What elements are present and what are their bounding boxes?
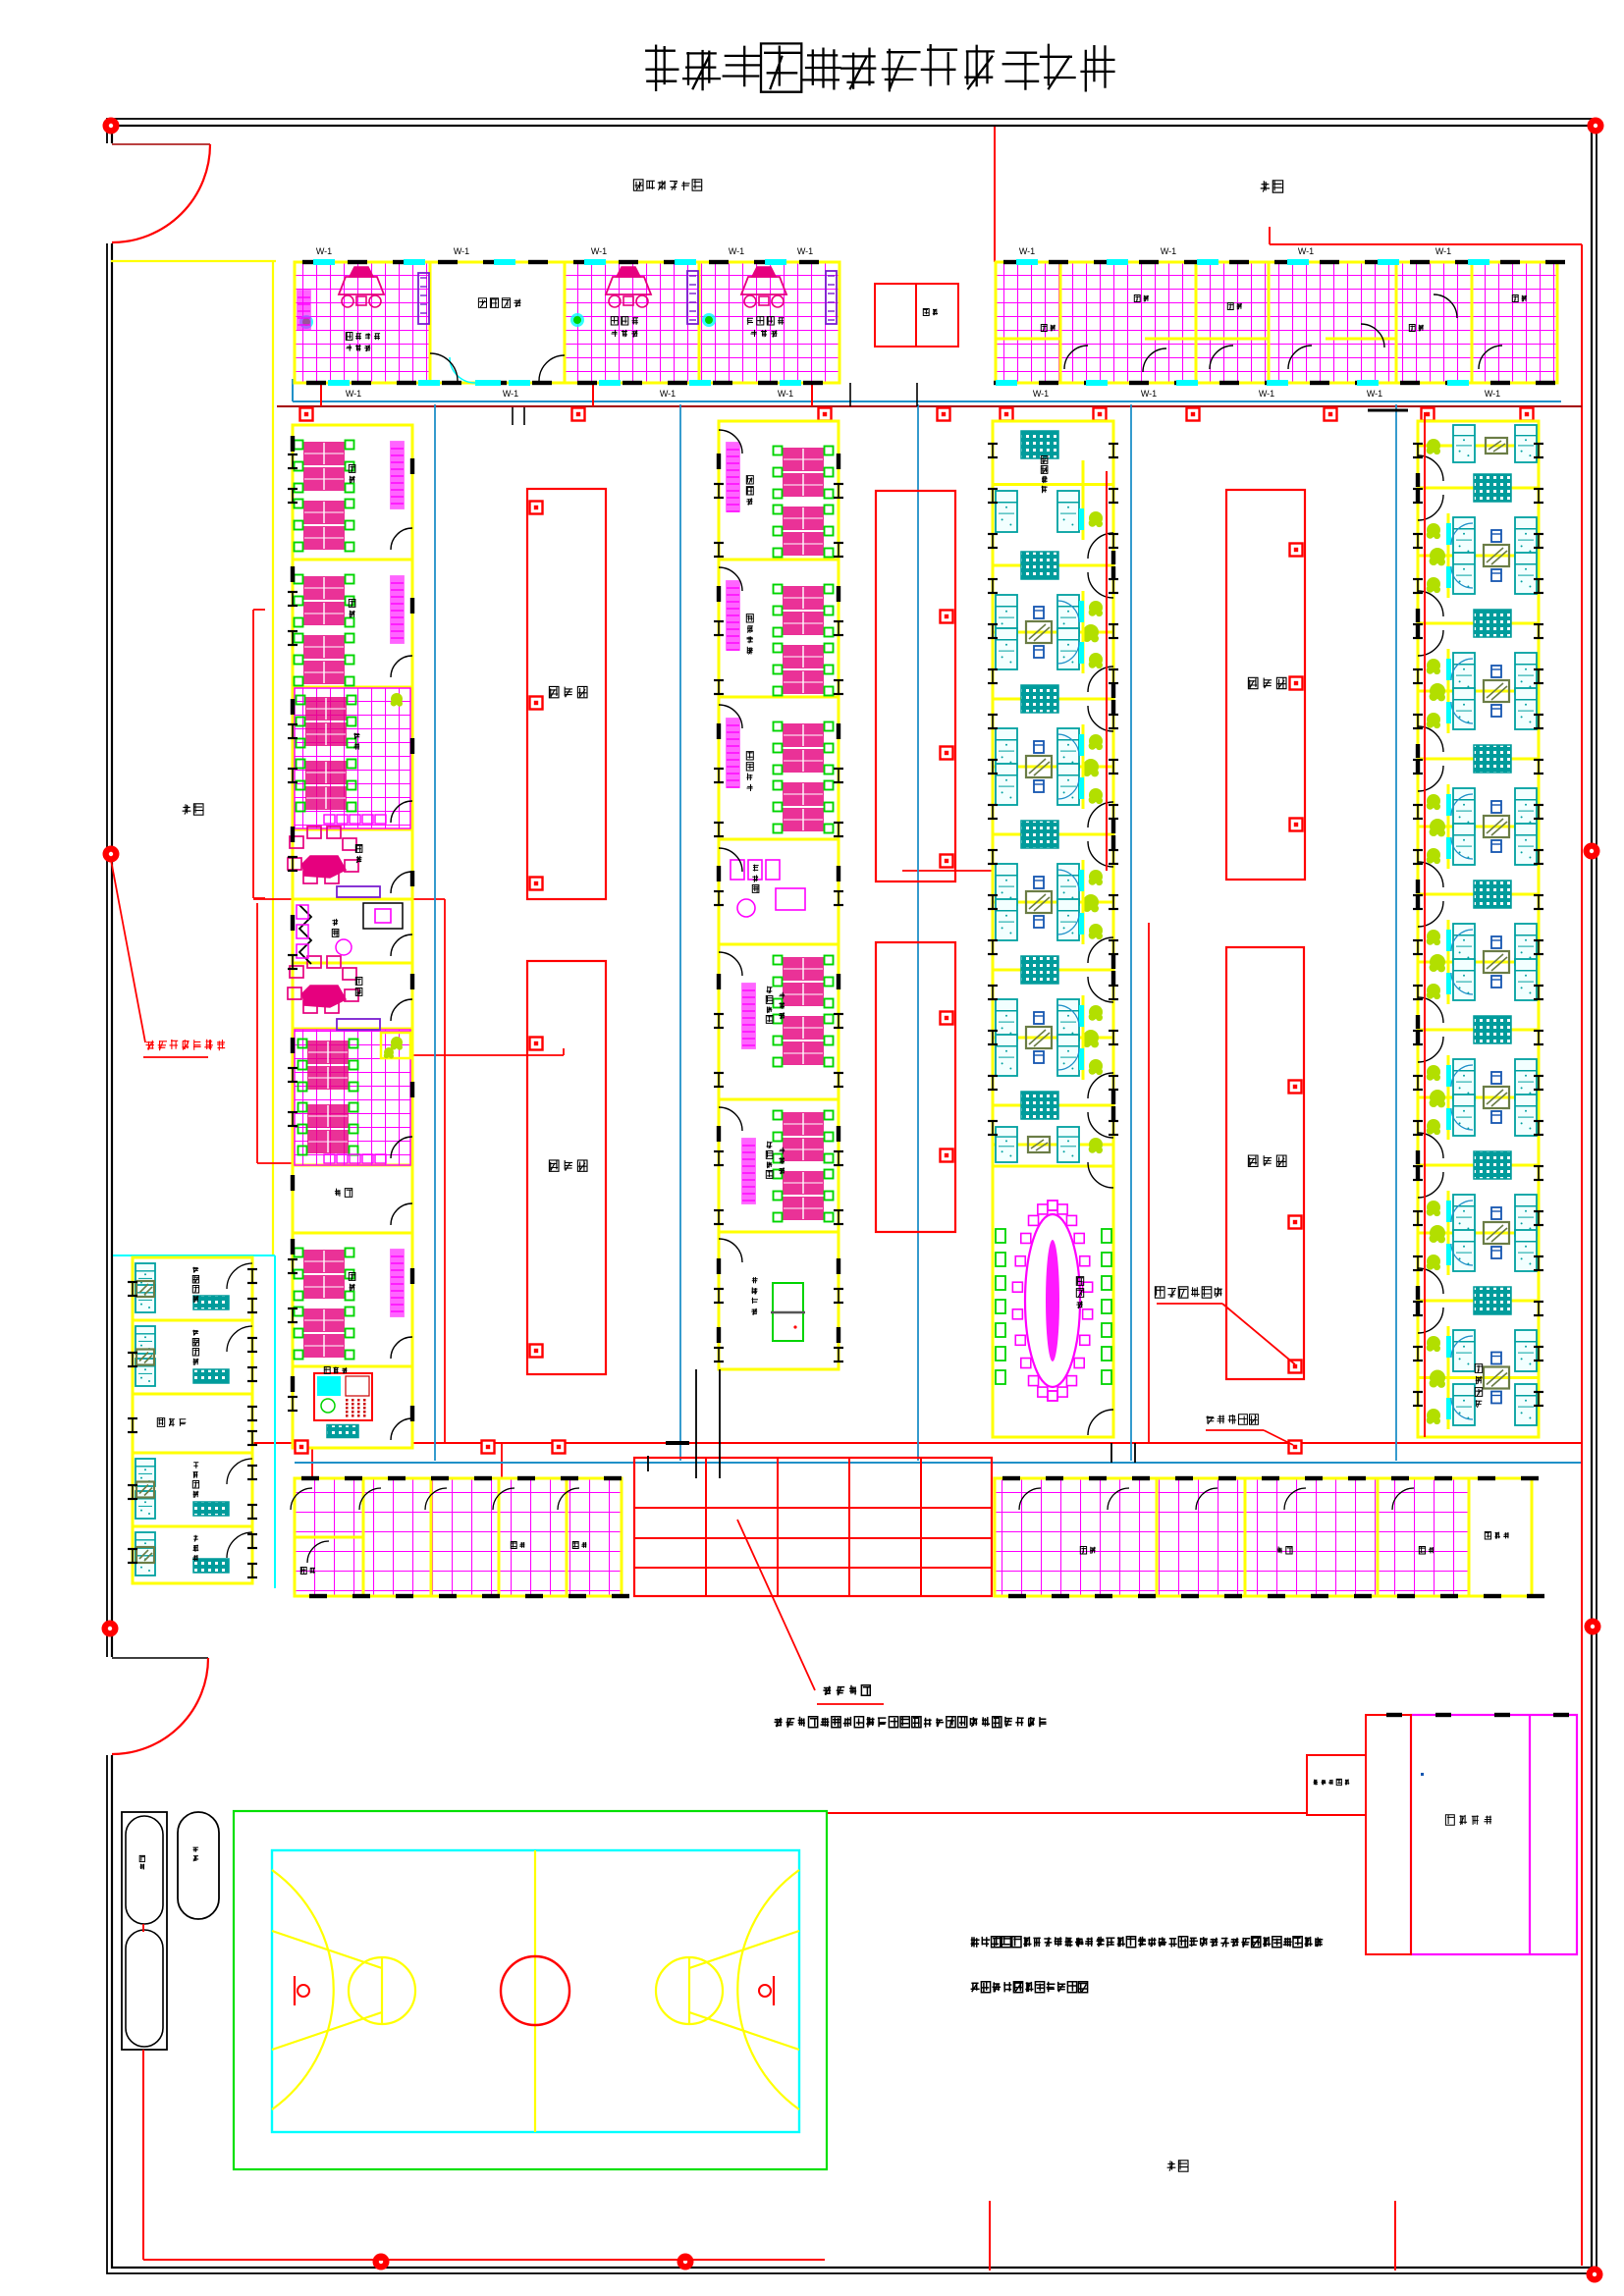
svg-text:W-1: W-1 <box>454 246 469 256</box>
svg-text:W-1: W-1 <box>1367 389 1382 399</box>
svg-text:W-1: W-1 <box>729 246 744 256</box>
svg-text:W-1: W-1 <box>316 246 332 256</box>
svg-text:W-1: W-1 <box>1141 389 1157 399</box>
svg-text:W-1: W-1 <box>1485 389 1500 399</box>
svg-text:W-1: W-1 <box>503 389 518 399</box>
svg-text:W-1: W-1 <box>797 246 813 256</box>
svg-text:W-1: W-1 <box>1033 389 1049 399</box>
svg-text:W-1: W-1 <box>1019 246 1035 256</box>
svg-text:W-1: W-1 <box>1435 246 1451 256</box>
svg-text:W-1: W-1 <box>660 389 676 399</box>
svg-text:W-1: W-1 <box>778 389 793 399</box>
svg-text:W-1: W-1 <box>1259 389 1274 399</box>
svg-text:W-1: W-1 <box>1161 246 1176 256</box>
svg-text:W-1: W-1 <box>346 389 361 399</box>
svg-text:W-1: W-1 <box>1298 246 1314 256</box>
svg-text:W-1: W-1 <box>591 246 607 256</box>
